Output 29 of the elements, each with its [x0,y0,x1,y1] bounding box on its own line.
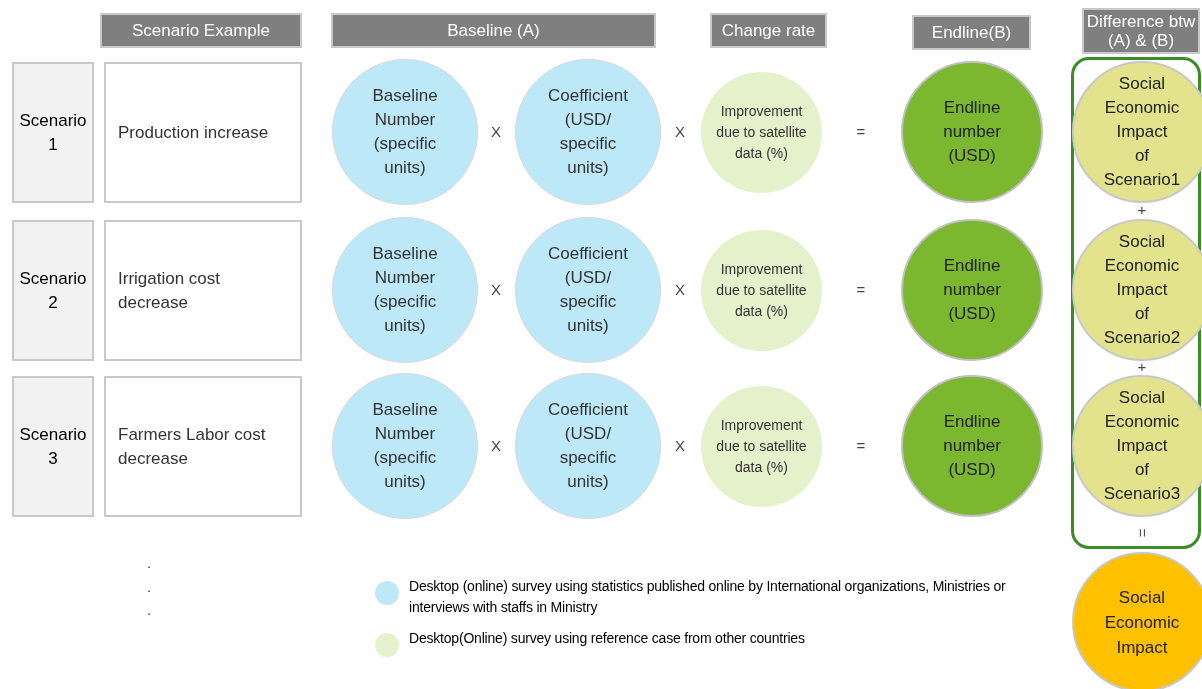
operator-symbol: X [675,124,685,140]
operator-symbol: X [491,124,501,140]
header-bar: Change rate [710,13,827,48]
scenario-label-box: Scenario 2 [12,220,94,361]
group-frame [1071,57,1201,549]
operator-symbol: . [146,555,152,571]
operator-symbol: = [856,124,866,140]
header-bar: Scenario Example [100,13,302,48]
description-box: Farmers Labor cost decrease [104,376,302,517]
header-bar: Difference btw (A) & (B) [1082,8,1200,54]
legend-text: Desktop(Online) survey using reference case from other countries [409,629,805,648]
operator-symbol: X [491,282,501,298]
operator-symbol: . [146,579,152,595]
operator-symbol: + [1137,202,1147,218]
scenario-label-box: Scenario 3 [12,376,94,517]
header-bar: Baseline (A) [331,13,656,48]
header-bar: Endline(B) [912,15,1031,50]
operator-symbol: X [675,438,685,454]
scenario-label-box: Scenario 1 [12,62,94,203]
operator-symbol: = [856,438,866,454]
operator-symbol: X [491,438,501,454]
operator-symbol: = [856,282,866,298]
operator-symbol: X [675,282,685,298]
operator-symbol: . [146,602,152,618]
description-box: Production increase [104,62,302,203]
operator-symbol: = [1134,528,1150,538]
operator-symbol: + [1137,359,1147,375]
description-box: Irrigation cost decrease [104,220,302,361]
legend-text: Desktop (online) survey using statistics published online by International organizations, Ministries or interviews with staffs in Ministry [409,577,1007,617]
